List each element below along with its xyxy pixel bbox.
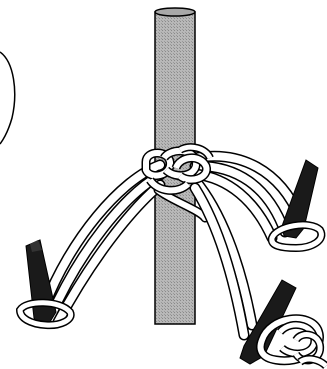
edge-arc <box>0 52 15 144</box>
